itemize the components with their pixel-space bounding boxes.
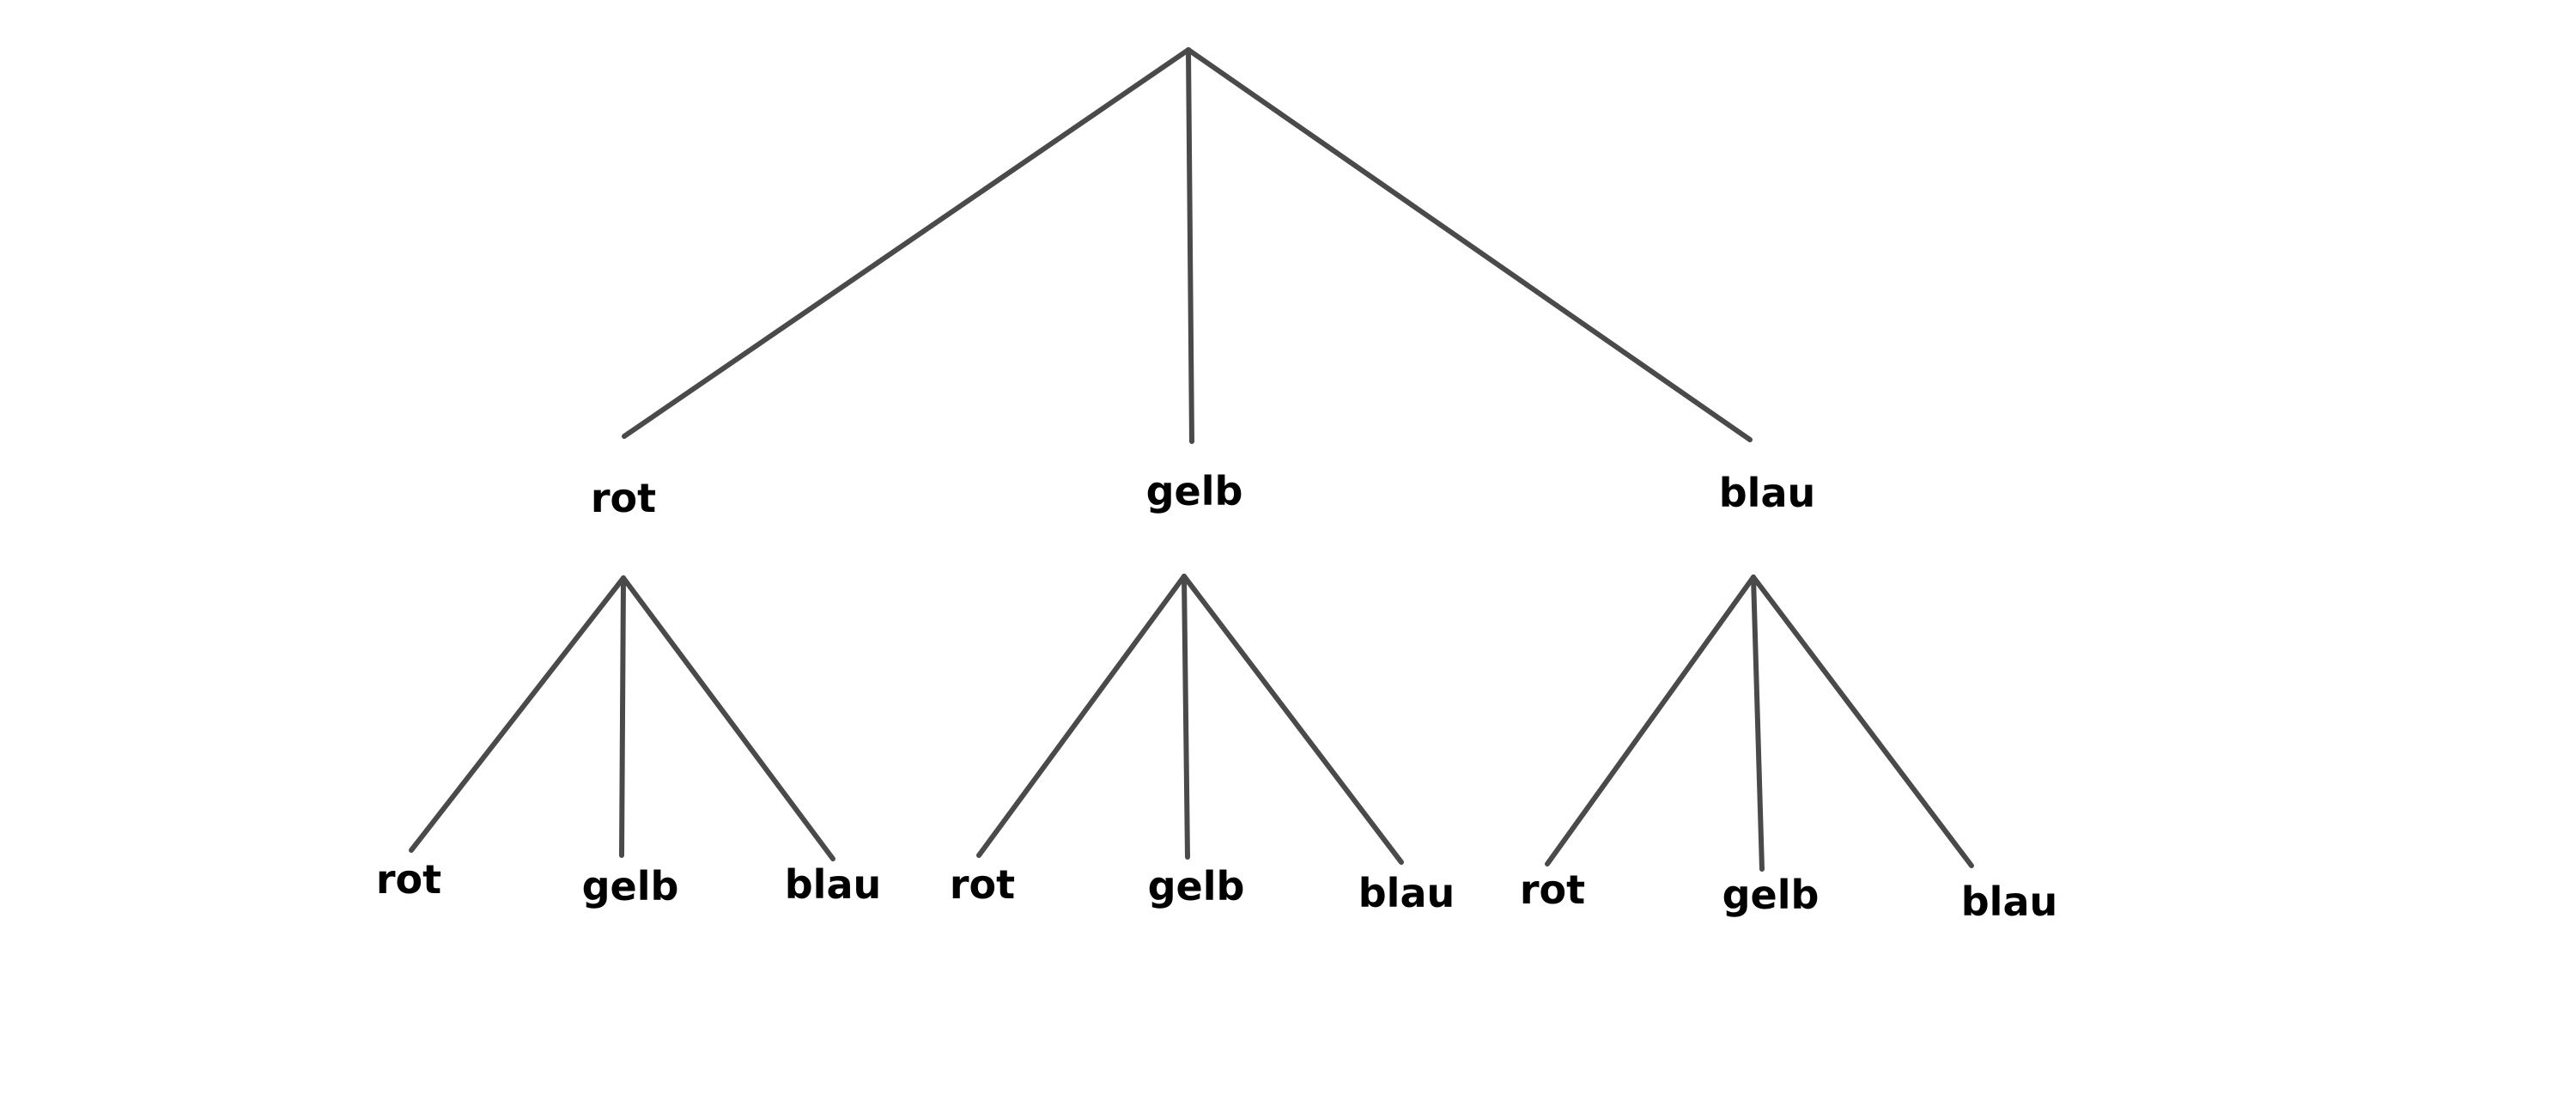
leaf-gelb-blau: blau: [1358, 870, 1455, 916]
edge-gelb-to-gelb: [1182, 574, 1190, 860]
edge-gelb-to-rot: [976, 574, 1187, 858]
leaf-rot-blau: blau: [785, 861, 881, 908]
tree-labels: rot gelb blau rot gelb blau rot gelb bla…: [376, 468, 2057, 925]
edge-rot-to-rot: [409, 575, 626, 853]
edge-root-to-gelb: [1186, 47, 1194, 444]
edge-gelb-to-blau: [1182, 574, 1404, 865]
edge-rot-to-gelb: [619, 575, 626, 858]
edge-blau-to-gelb: [1751, 575, 1765, 872]
tree-edges: [409, 47, 1974, 872]
leaf-gelb-gelb: gelb: [1148, 863, 1245, 909]
leaf-blau-rot: rot: [1520, 867, 1585, 913]
edge-blau-to-blau: [1751, 575, 1974, 868]
edge-rot-to-blau: [621, 575, 835, 861]
edge-blau-to-rot: [1545, 575, 1756, 867]
leaf-rot-rot: rot: [376, 856, 441, 903]
node-rot: rot: [591, 475, 656, 521]
leaf-gelb-rot: rot: [950, 861, 1015, 908]
leaf-blau-gelb: gelb: [1722, 872, 1820, 918]
edge-root-to-rot: [622, 47, 1191, 439]
node-blau: blau: [1719, 470, 1815, 516]
node-gelb: gelb: [1146, 468, 1243, 514]
leaf-rot-gelb: gelb: [582, 863, 679, 909]
leaf-blau-blau: blau: [1961, 879, 2057, 925]
edge-root-to-blau: [1186, 47, 1753, 442]
